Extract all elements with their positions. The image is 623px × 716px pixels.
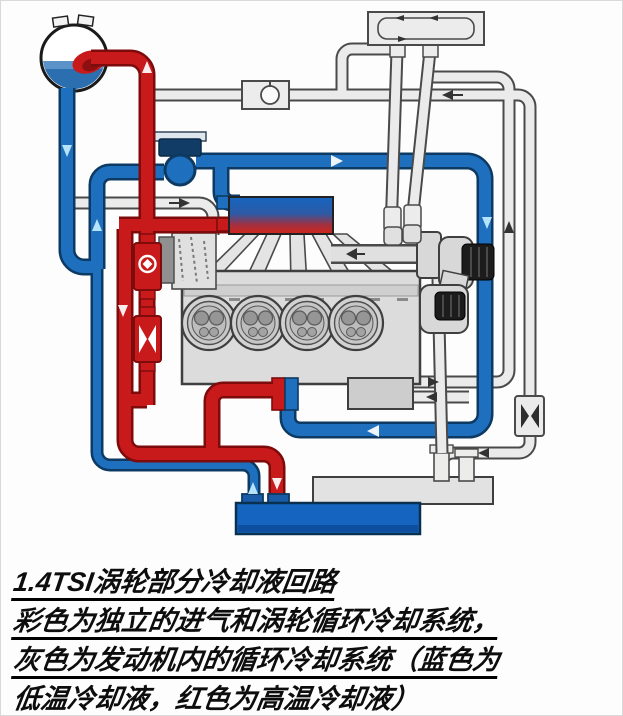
turbo-plug-lower xyxy=(434,291,466,321)
engine-block xyxy=(147,232,422,411)
caption: 1.4TSI涡轮部分冷却液回路 彩色为独立的进气和涡轮循环冷却系统， 灰色为发动… xyxy=(1,559,622,715)
cylinder xyxy=(327,294,385,352)
red-check-valve xyxy=(133,306,162,372)
oil-cooler xyxy=(347,377,414,410)
heater-core-down-pipes xyxy=(383,51,430,232)
low-temp-radiator xyxy=(234,493,422,536)
main-radiator xyxy=(312,444,494,505)
cylinders xyxy=(180,294,385,352)
caption-line-3: 灰色为发动机内的循环冷却系统（蓝色为 xyxy=(11,645,502,679)
turbocharger xyxy=(331,224,495,453)
gray-check-valve xyxy=(514,395,545,437)
charge-air-cooler xyxy=(216,195,334,235)
red-control-valve xyxy=(133,233,162,300)
cylinder xyxy=(278,294,336,352)
heater-core xyxy=(367,11,485,58)
cylinder xyxy=(229,294,287,352)
caption-line-1: 1.4TSI涡轮部分冷却液回路 xyxy=(11,567,339,601)
caption-line-2: 彩色为独立的进气和涡轮循环冷却系统， xyxy=(11,606,502,640)
cylinder xyxy=(180,294,238,352)
flow-arrows xyxy=(62,61,514,494)
front-cover xyxy=(147,232,217,290)
coolant-pump xyxy=(153,131,207,187)
engine-outlet-block xyxy=(271,377,299,411)
turbo-plug-upper xyxy=(461,243,495,281)
diagram-canvas xyxy=(39,11,545,536)
thermostat-housing xyxy=(241,80,290,110)
caption-line-4: 低温冷却液，红色为高温冷却液） xyxy=(11,684,421,715)
